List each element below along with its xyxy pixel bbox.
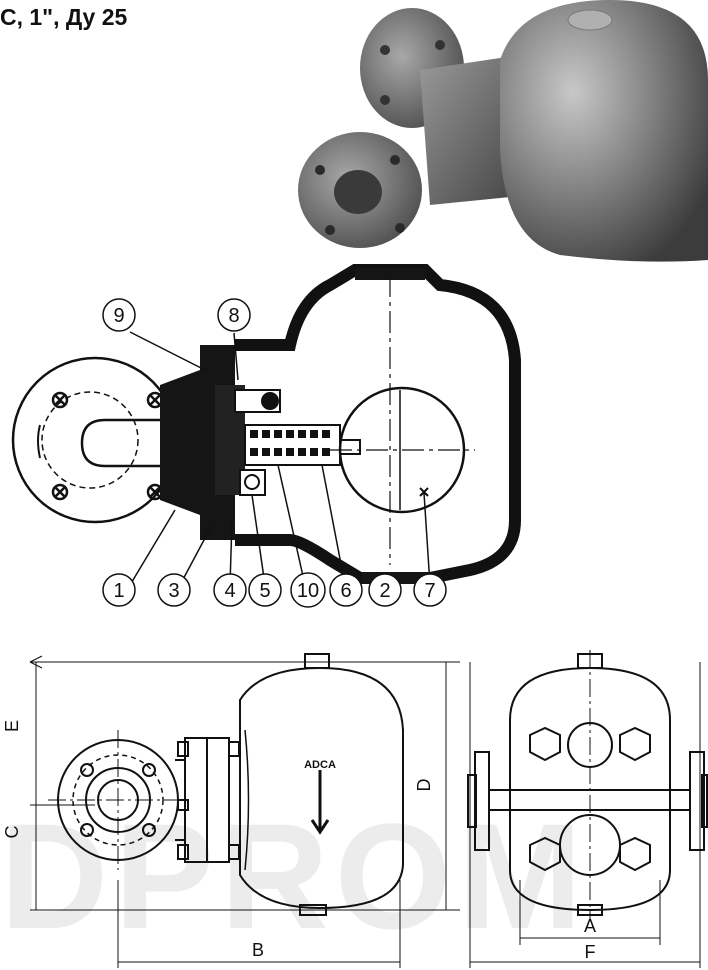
dim-f-label: F (585, 942, 596, 962)
side-body (509, 666, 671, 912)
page-title: С, 1", Ду 25 (0, 4, 128, 30)
callout-7: 7 (424, 580, 435, 602)
front-body (239, 666, 404, 910)
watermark: DPROM (0, 792, 589, 960)
callout-6: 6 (340, 580, 351, 602)
body-flange (160, 370, 200, 515)
dim-b-label: B (252, 940, 264, 960)
callout-4: 4 (224, 580, 235, 602)
body-marking: ADCA (304, 759, 336, 771)
dim-c-label: C (2, 826, 22, 839)
dim-e-label: E (2, 720, 22, 732)
callout-2: 2 (379, 580, 390, 602)
callout-1: 1 (113, 580, 124, 602)
product-photo (288, 0, 708, 268)
callout-10: 10 (297, 580, 319, 602)
callout-8: 8 (228, 305, 239, 327)
cover-outline (235, 264, 521, 584)
callout-3: 3 (168, 580, 179, 602)
callout-5: 5 (259, 580, 270, 602)
callout-9: 9 (113, 305, 124, 327)
dim-a-label: A (584, 916, 596, 936)
dim-d-label: D (414, 779, 434, 792)
